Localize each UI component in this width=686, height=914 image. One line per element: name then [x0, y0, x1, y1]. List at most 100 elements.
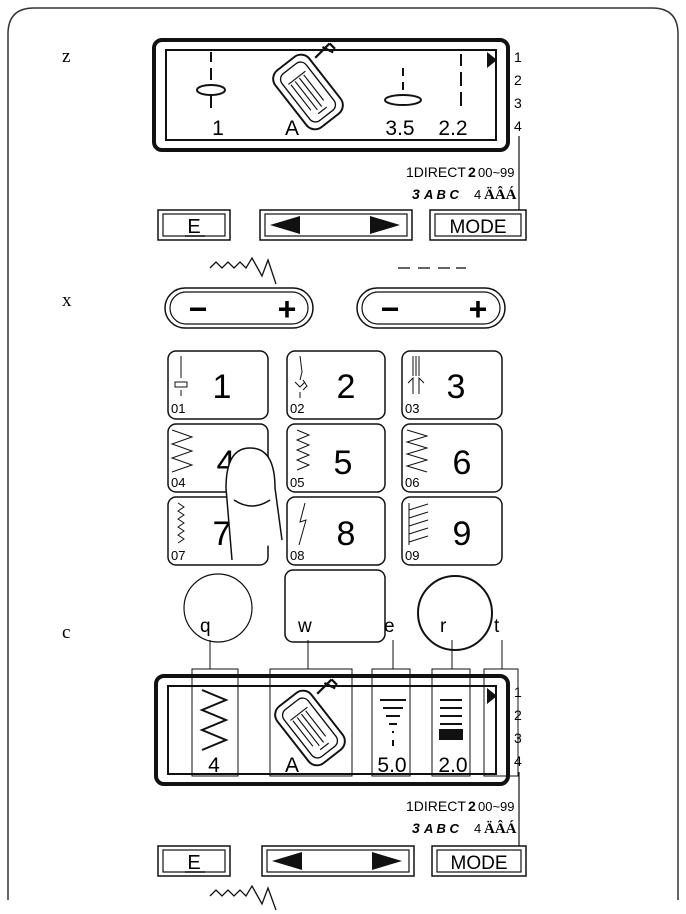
lcd-bottom-value-1: 4 [208, 754, 220, 777]
marker-z: z [62, 46, 70, 67]
stitch-key-number: 8 [337, 515, 356, 553]
width-minus[interactable]: − [189, 291, 208, 327]
svg-text:ÄÂÁ: ÄÂÁ [484, 820, 517, 837]
label-t: t [494, 616, 500, 637]
lightning-stitch-icon [298, 502, 307, 546]
wide-zigzag-icon [405, 429, 429, 473]
lcd-bottom-value-2: A [285, 754, 299, 777]
svg-text:ÄÂÁ: ÄÂÁ [484, 186, 517, 203]
stitch-key-3[interactable]: 3 03 [401, 350, 503, 420]
e-button-label: E [187, 852, 200, 874]
length-plus[interactable]: + [469, 291, 488, 327]
mode-pointer-icon [487, 688, 497, 704]
needle-position-icon [384, 68, 422, 106]
stitch-key-code: 02 [290, 401, 304, 416]
stitch-key-number: 3 [447, 368, 466, 406]
mode-button-bottom[interactable]: MODE [431, 845, 527, 877]
stitch-key-8[interactable]: 8 08 [286, 496, 386, 566]
stitch-key-code: 06 [405, 475, 419, 490]
stretch-stitch-icon [294, 355, 308, 398]
length-adjuster[interactable]: − + [356, 287, 506, 329]
length-indicator-icon [439, 699, 463, 740]
mode-button-label: MODE [450, 217, 507, 238]
stitch-key-number: 2 [337, 368, 356, 406]
stitch-key-1[interactable]: 1 01 [167, 350, 269, 420]
e-button-bottom[interactable]: E [157, 845, 231, 877]
label-q: q [200, 616, 211, 637]
mode-button-top[interactable]: MODE [429, 209, 527, 241]
stitch-key-number: 7 [213, 515, 232, 553]
svg-text:A B C: A B C [423, 821, 460, 836]
lcd-top: 1 A 3.5 2.2 [152, 38, 510, 152]
stitch-key-2[interactable]: 2 02 [286, 350, 386, 420]
leader-lines [191, 640, 519, 777]
svg-text:1DIRECT: 1DIRECT [406, 164, 466, 180]
label-e: e [384, 616, 395, 637]
mode-index-4: 4 [514, 753, 522, 769]
stitch-key-code: 07 [171, 548, 185, 563]
mode-index-2: 2 [514, 72, 522, 88]
label-w: w [297, 616, 312, 637]
zigzag-width-icon [209, 884, 277, 911]
left-arrow-icon[interactable] [272, 852, 302, 870]
stitch-key-6[interactable]: 6 06 [401, 423, 503, 493]
svg-text:A B C: A B C [423, 187, 460, 202]
arrow-buttons-bottom[interactable] [261, 845, 415, 877]
blank-key[interactable] [284, 569, 386, 643]
width-adjuster[interactable]: − + [164, 287, 314, 329]
lcd-top-value-2: A [285, 117, 299, 140]
stitch-key-code: 09 [405, 548, 419, 563]
stitch-key-code: 04 [171, 475, 185, 490]
mode-index-3: 3 [514, 730, 522, 746]
svg-text:4: 4 [474, 821, 481, 836]
stitch-key-5[interactable]: 5 05 [286, 423, 386, 493]
width-indicator-icon [380, 699, 406, 746]
narrow-zigzag-icon [295, 429, 311, 471]
svg-text:00~99: 00~99 [478, 799, 515, 814]
svg-text:2: 2 [468, 798, 476, 814]
mode-index-1: 1 [514, 684, 522, 700]
mode-legend-bottom: 1DIRECT 2 00~99 3 A B C 4 ÄÂÁ [406, 798, 517, 837]
presser-foot-icon [269, 678, 351, 771]
mode-legend-top: 1DIRECT 2 00~99 3 A B C 4 ÄÂÁ [406, 164, 517, 203]
lcd-bottom: 4 A 5.0 2.0 [154, 674, 510, 786]
stitch-key-number: 6 [453, 444, 472, 482]
right-arrow-icon[interactable] [370, 216, 400, 234]
width-plus[interactable]: + [278, 291, 297, 327]
marker-x: x [62, 290, 72, 311]
left-arrow-icon[interactable] [270, 216, 300, 234]
mode-index-top: 1 2 3 4 [514, 49, 522, 134]
highlight-circle-left [183, 573, 253, 643]
mode-index-2: 2 [514, 707, 522, 723]
page-frame [7, 7, 679, 900]
mode-index-3: 3 [514, 95, 522, 111]
e-button-top[interactable]: E [157, 209, 231, 241]
lcd-bottom-value-4: 2.0 [438, 754, 467, 777]
stitch-key-code: 03 [405, 401, 419, 416]
svg-text:4: 4 [474, 187, 481, 202]
stitch-key-number: 1 [213, 368, 232, 406]
mode-index-bottom: 1 2 3 4 [514, 684, 522, 769]
zigzag-stitch-icon [170, 429, 194, 473]
lcd-top-value-4: 2.2 [438, 117, 467, 140]
finger-icon [225, 447, 283, 561]
length-minus[interactable]: − [381, 291, 400, 327]
straight-stitch-icon [196, 52, 226, 108]
arrow-buttons-top[interactable] [259, 209, 413, 241]
right-arrow-icon[interactable] [372, 852, 402, 870]
svg-text:2: 2 [468, 164, 476, 180]
triple-stitch-icon [407, 356, 425, 394]
mode-index-4: 4 [514, 118, 522, 134]
zigzag-width-icon [209, 256, 277, 285]
e-button-label: E [187, 216, 200, 238]
stitch-key-9[interactable]: 9 09 [401, 496, 503, 566]
mode-index-1: 1 [514, 49, 522, 65]
stitch-key-code: 01 [171, 401, 185, 416]
multi-zigzag-icon [177, 502, 185, 544]
lcd-bottom-value-3: 5.0 [377, 754, 406, 777]
stitch-key-code: 05 [290, 475, 304, 490]
stitch-key-number: 5 [334, 444, 353, 482]
label-r: r [440, 616, 447, 637]
highlight-circle-right [417, 575, 493, 651]
